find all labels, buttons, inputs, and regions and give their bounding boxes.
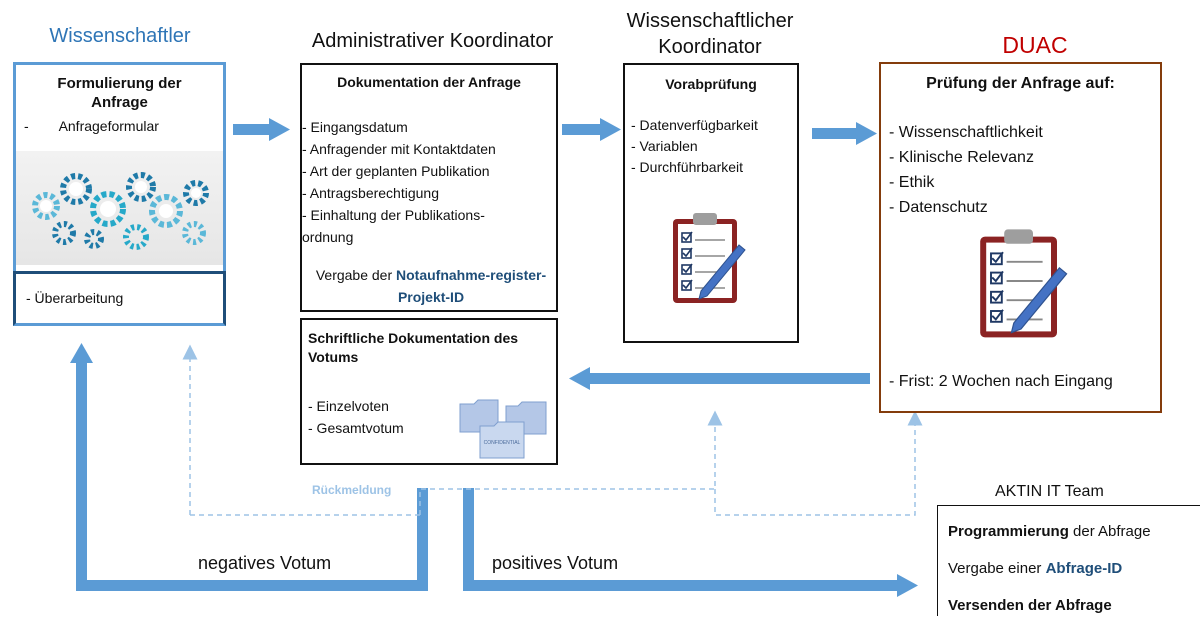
- vote-items: - Einzelvoten - Gesamtvotum: [308, 395, 404, 439]
- it-team-lines: Programmierung der Abfrage Vergabe einer…: [948, 513, 1151, 624]
- gears-network-icon: [16, 151, 223, 265]
- arrow-admin-to-koord: [562, 118, 621, 141]
- duac-box: Prüfung der Anfrage auf: - Wissenschaftl…: [879, 62, 1162, 413]
- clipboard-checklist-icon: [667, 211, 747, 306]
- admin-item: - Einhaltung der Publikations-: [302, 207, 485, 223]
- it-team-line3: Versenden der Abfrage: [948, 587, 1151, 624]
- duac-header: DUAC: [1002, 32, 1068, 58]
- admin-item: - Eingangsdatum: [302, 119, 408, 135]
- vote-item: - Gesamtvotum: [308, 420, 404, 436]
- vote-documentation-box: Schriftliche Dokumentation des Votums - …: [300, 318, 558, 465]
- duac-item: - Datenschutz: [889, 199, 988, 216]
- vote-item: - Einzelvoten: [308, 398, 389, 414]
- koordinator-box: Vorabprüfung - Datenverfügbarkeit - Vari…: [623, 63, 799, 343]
- admin-item: ordnung: [302, 229, 354, 245]
- folders-icon: CONFIDENTIAL: [454, 396, 554, 462]
- arrow-positive-vote: [463, 488, 918, 597]
- negative-vote-label: negatives Votum: [198, 553, 332, 573]
- revision-label: - Überarbeitung: [26, 290, 124, 306]
- duac-items: - Wissenschaftlichkeit - Klinische Relev…: [889, 120, 1043, 220]
- vote-title: Schriftliche Dokumentation des Votums: [308, 330, 519, 365]
- wissenschaftler-item-label: Anfrageformular: [58, 118, 159, 134]
- wissenschaftler-box: Formulierung der Anfrage - Anfrageformul…: [13, 62, 226, 326]
- folder-label: CONFIDENTIAL: [484, 440, 521, 446]
- project-id-strong: Notaufnahme-register-Projekt-ID: [396, 267, 547, 305]
- duac-item: - Wissenschaftlichkeit: [889, 124, 1043, 141]
- arrow-koord-to-duac: [812, 122, 877, 145]
- admin-item: - Antragsberechtigung: [302, 185, 439, 201]
- it-team-line2: Vergabe einer Abfrage-ID: [948, 550, 1151, 587]
- duac-deadline: - Frist: 2 Wochen nach Eingang: [889, 373, 1113, 390]
- it-line2-strong: Abfrage-ID: [1045, 560, 1123, 577]
- project-id-text: Vergabe der Notaufnahme-register-Projekt…: [312, 264, 550, 308]
- it-line1-rest: der Abfrage: [1068, 523, 1151, 540]
- admin-title: Dokumentation der Anfrage: [337, 74, 521, 90]
- arrow-duac-to-vote: [569, 367, 870, 390]
- koordinator-header: Wissenschaftlicher Koordinator: [600, 8, 820, 60]
- koordinator-item: - Durchführbarkeit: [631, 159, 744, 175]
- wissenschaftler-item: - Anfrageformular: [24, 115, 159, 137]
- arrow-negative-vote: [70, 343, 428, 591]
- it-team-box: Programmierung der Abfrage Vergabe einer…: [937, 505, 1200, 616]
- wissenschaftler-header: Wissenschaftler: [49, 25, 191, 47]
- feedback-lines: [182, 344, 923, 516]
- it-team-line1: Programmierung der Abfrage: [948, 513, 1151, 550]
- koordinator-items: - Datenverfügbarkeit - Variablen - Durch…: [631, 115, 758, 178]
- bullet-dash: -: [24, 118, 29, 134]
- duac-title: Prüfung der Anfrage auf:: [926, 75, 1115, 92]
- it-team-header: AKTIN IT Team: [995, 483, 1104, 500]
- admin-items: - Eingangsdatum - Anfragender mit Kontak…: [302, 116, 496, 248]
- koordinator-header-line2: Koordinator: [658, 36, 762, 58]
- koordinator-header-line1: Wissenschaftlicher: [626, 10, 794, 32]
- koordinator-title: Vorabprüfung: [665, 76, 757, 92]
- positive-vote-label: positives Votum: [492, 553, 619, 573]
- admin-item: - Anfragender mit Kontaktdaten: [302, 141, 496, 157]
- revision-box: - Überarbeitung: [13, 271, 226, 326]
- duac-item: - Klinische Relevanz: [889, 149, 1034, 166]
- it-line3-strong: Versenden der Abfrage: [948, 597, 1112, 614]
- it-line1-strong: Programmierung: [948, 523, 1069, 540]
- arrow-wiss-to-admin: [233, 118, 290, 141]
- admin-item: - Art der geplanten Publikation: [302, 163, 490, 179]
- koordinator-item: - Variablen: [631, 138, 698, 154]
- koordinator-item: - Datenverfügbarkeit: [631, 117, 758, 133]
- admin-header: Administrativer Koordinator: [311, 30, 554, 52]
- wissenschaftler-title: Formulierung der Anfrage: [57, 75, 182, 111]
- admin-box: Dokumentation der Anfrage - Eingangsdatu…: [300, 63, 558, 312]
- clipboard-checklist-icon: [973, 226, 1069, 342]
- duac-item: - Ethik: [889, 174, 935, 191]
- feedback-label: Rückmeldung: [312, 483, 392, 497]
- it-line2-prefix: Vergabe einer: [948, 560, 1046, 577]
- project-id-prefix: Vergabe der: [315, 267, 397, 283]
